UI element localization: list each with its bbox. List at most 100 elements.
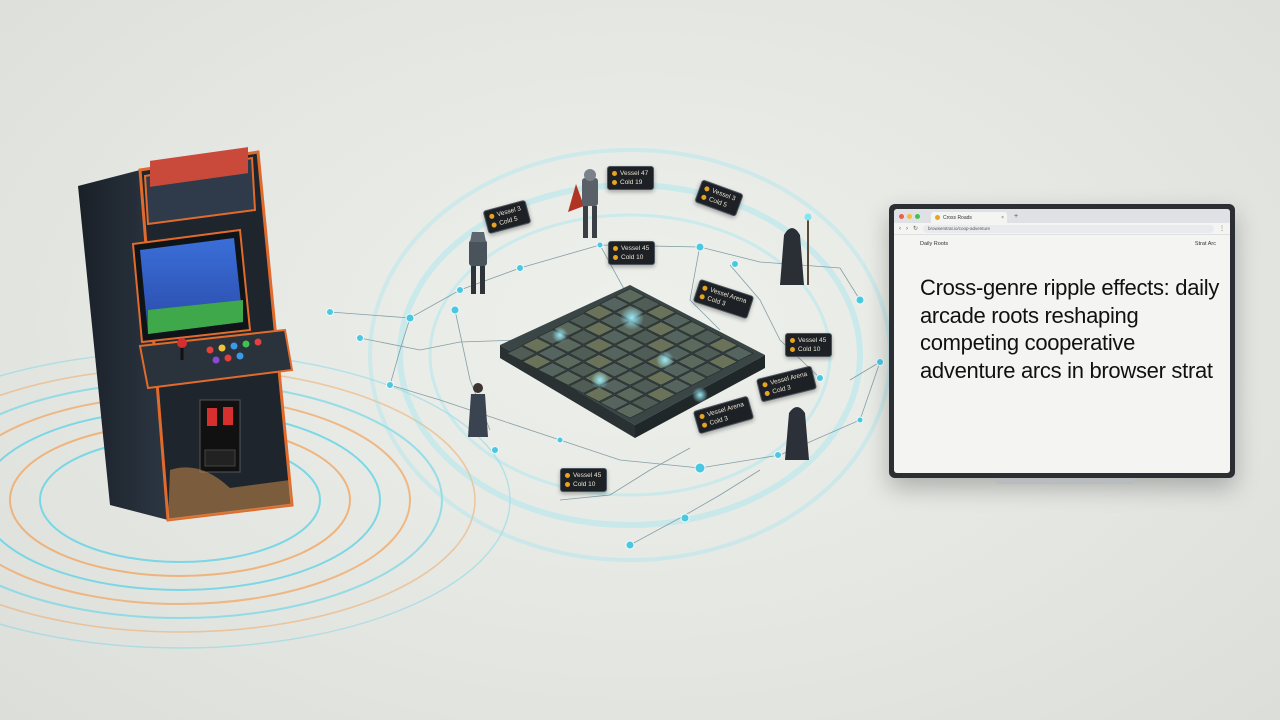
arcade-cabinet-icon — [78, 147, 294, 522]
nav-link-daily-roots[interactable]: Daily Roots — [920, 241, 949, 247]
board-tile — [614, 403, 646, 419]
board-tile — [661, 329, 692, 345]
board-tile — [692, 345, 723, 362]
board-tile — [521, 337, 553, 353]
board-tile — [614, 337, 646, 353]
coin-icon — [698, 413, 706, 420]
board-tile — [692, 329, 723, 345]
board-tile — [583, 304, 615, 321]
knight-dark-icon — [469, 232, 487, 294]
coin-icon — [790, 347, 795, 352]
board-tile — [645, 321, 677, 337]
board-tile — [614, 370, 646, 386]
board-tile — [614, 288, 646, 304]
reload-icon[interactable]: ↻ — [913, 226, 919, 232]
address-bar[interactable]: browserstrat.io/coop-adventure — [923, 224, 1214, 233]
board-tile — [583, 337, 615, 353]
scene-tag-1: Vessel 47 Cold 19 — [607, 166, 655, 190]
window-minimize-button[interactable] — [907, 213, 912, 219]
knight-red-cape-icon — [568, 169, 598, 238]
coin-icon — [613, 246, 618, 251]
coin-icon — [700, 194, 708, 201]
coin-icon — [703, 185, 711, 193]
board-tile — [707, 337, 739, 353]
board-tile — [692, 362, 723, 378]
coin-icon — [565, 482, 570, 487]
board-tile — [630, 378, 661, 394]
nav-link-strat-arc[interactable]: Strat Arc — [1194, 241, 1216, 247]
board-tile — [676, 370, 708, 386]
monitor-stand — [995, 478, 1135, 484]
board-tile — [614, 386, 646, 403]
hooded-rogue-icon — [785, 407, 809, 460]
scene-tag-6: Vessel 45 Cold 10 — [785, 333, 833, 357]
board-tile — [583, 386, 615, 403]
board-tile — [630, 345, 661, 362]
browser-tab-bar: Cross Roads × + — [894, 209, 1230, 223]
coin-icon — [764, 390, 771, 397]
board-tile — [645, 304, 677, 321]
favicon-icon — [935, 215, 940, 220]
window-close-button[interactable] — [899, 213, 904, 219]
board-tile — [583, 321, 615, 337]
browser-toolbar: ‹ › ↻ browserstrat.io/coop-adventure ⋮ — [894, 223, 1230, 235]
board-tile — [568, 329, 599, 345]
coin-icon — [701, 285, 709, 292]
board-tile — [630, 329, 661, 345]
forward-icon[interactable]: › — [906, 225, 908, 232]
coin-icon — [701, 422, 708, 429]
board-tile — [521, 353, 553, 370]
back-icon[interactable]: ‹ — [899, 225, 901, 232]
board-tile — [645, 370, 677, 386]
coin-icon — [698, 293, 706, 300]
board-tile — [599, 296, 630, 312]
tab-close-icon[interactable]: × — [1001, 214, 1004, 221]
coin-icon — [491, 221, 498, 229]
robed-fighter-icon — [468, 383, 488, 437]
browser-menu-icon[interactable]: ⋮ — [1219, 226, 1225, 232]
board-tile — [599, 362, 630, 378]
board-tile — [552, 370, 584, 386]
board-tile — [568, 312, 599, 329]
browser-window: Cross Roads × + ‹ › ↻ browserstrat.io/co… — [894, 209, 1230, 473]
board-tile — [583, 353, 615, 370]
new-tab-icon[interactable]: + — [1014, 212, 1019, 220]
coin-icon — [762, 381, 769, 388]
coin-icon — [612, 171, 617, 176]
coin-icon — [790, 338, 795, 343]
board-tile — [568, 345, 599, 362]
board-tile — [661, 378, 692, 394]
board-tile — [645, 386, 677, 403]
board-tile — [707, 353, 739, 370]
scene-tag-3: Vessel 45 Cold 10 — [608, 241, 656, 265]
window-maximize-button[interactable] — [915, 213, 920, 219]
coin-icon — [613, 255, 618, 260]
site-nav: Daily Roots Strat Arc — [894, 235, 1230, 247]
board-tile — [568, 362, 599, 378]
scene-tag-9: Vessel 45 Cold 10 — [560, 468, 608, 492]
board-tile — [599, 394, 630, 411]
board-tile — [661, 312, 692, 329]
board-tile — [723, 345, 754, 362]
isometric-game-board — [500, 285, 765, 438]
board-tile — [599, 345, 630, 362]
board-tile — [630, 394, 661, 411]
board-tile — [676, 321, 708, 337]
article-headline: Cross-genre ripple effects: daily arcade… — [920, 275, 1220, 383]
board-tile — [552, 353, 584, 370]
board-tile — [676, 353, 708, 370]
board-tile — [537, 345, 568, 362]
coin-icon — [488, 213, 495, 220]
browser-tab[interactable]: Cross Roads × — [931, 212, 1007, 223]
board-tile — [630, 362, 661, 378]
network-nodes — [326, 241, 884, 550]
browser-monitor: Cross Roads × + ‹ › ↻ browserstrat.io/co… — [889, 204, 1235, 478]
board-tile — [599, 329, 630, 345]
board-tile — [614, 353, 646, 370]
coin-icon — [612, 180, 617, 185]
hooded-mage-staff-icon — [780, 213, 812, 285]
coin-icon — [565, 473, 570, 478]
board-tile — [676, 337, 708, 353]
board-tile — [537, 362, 568, 378]
